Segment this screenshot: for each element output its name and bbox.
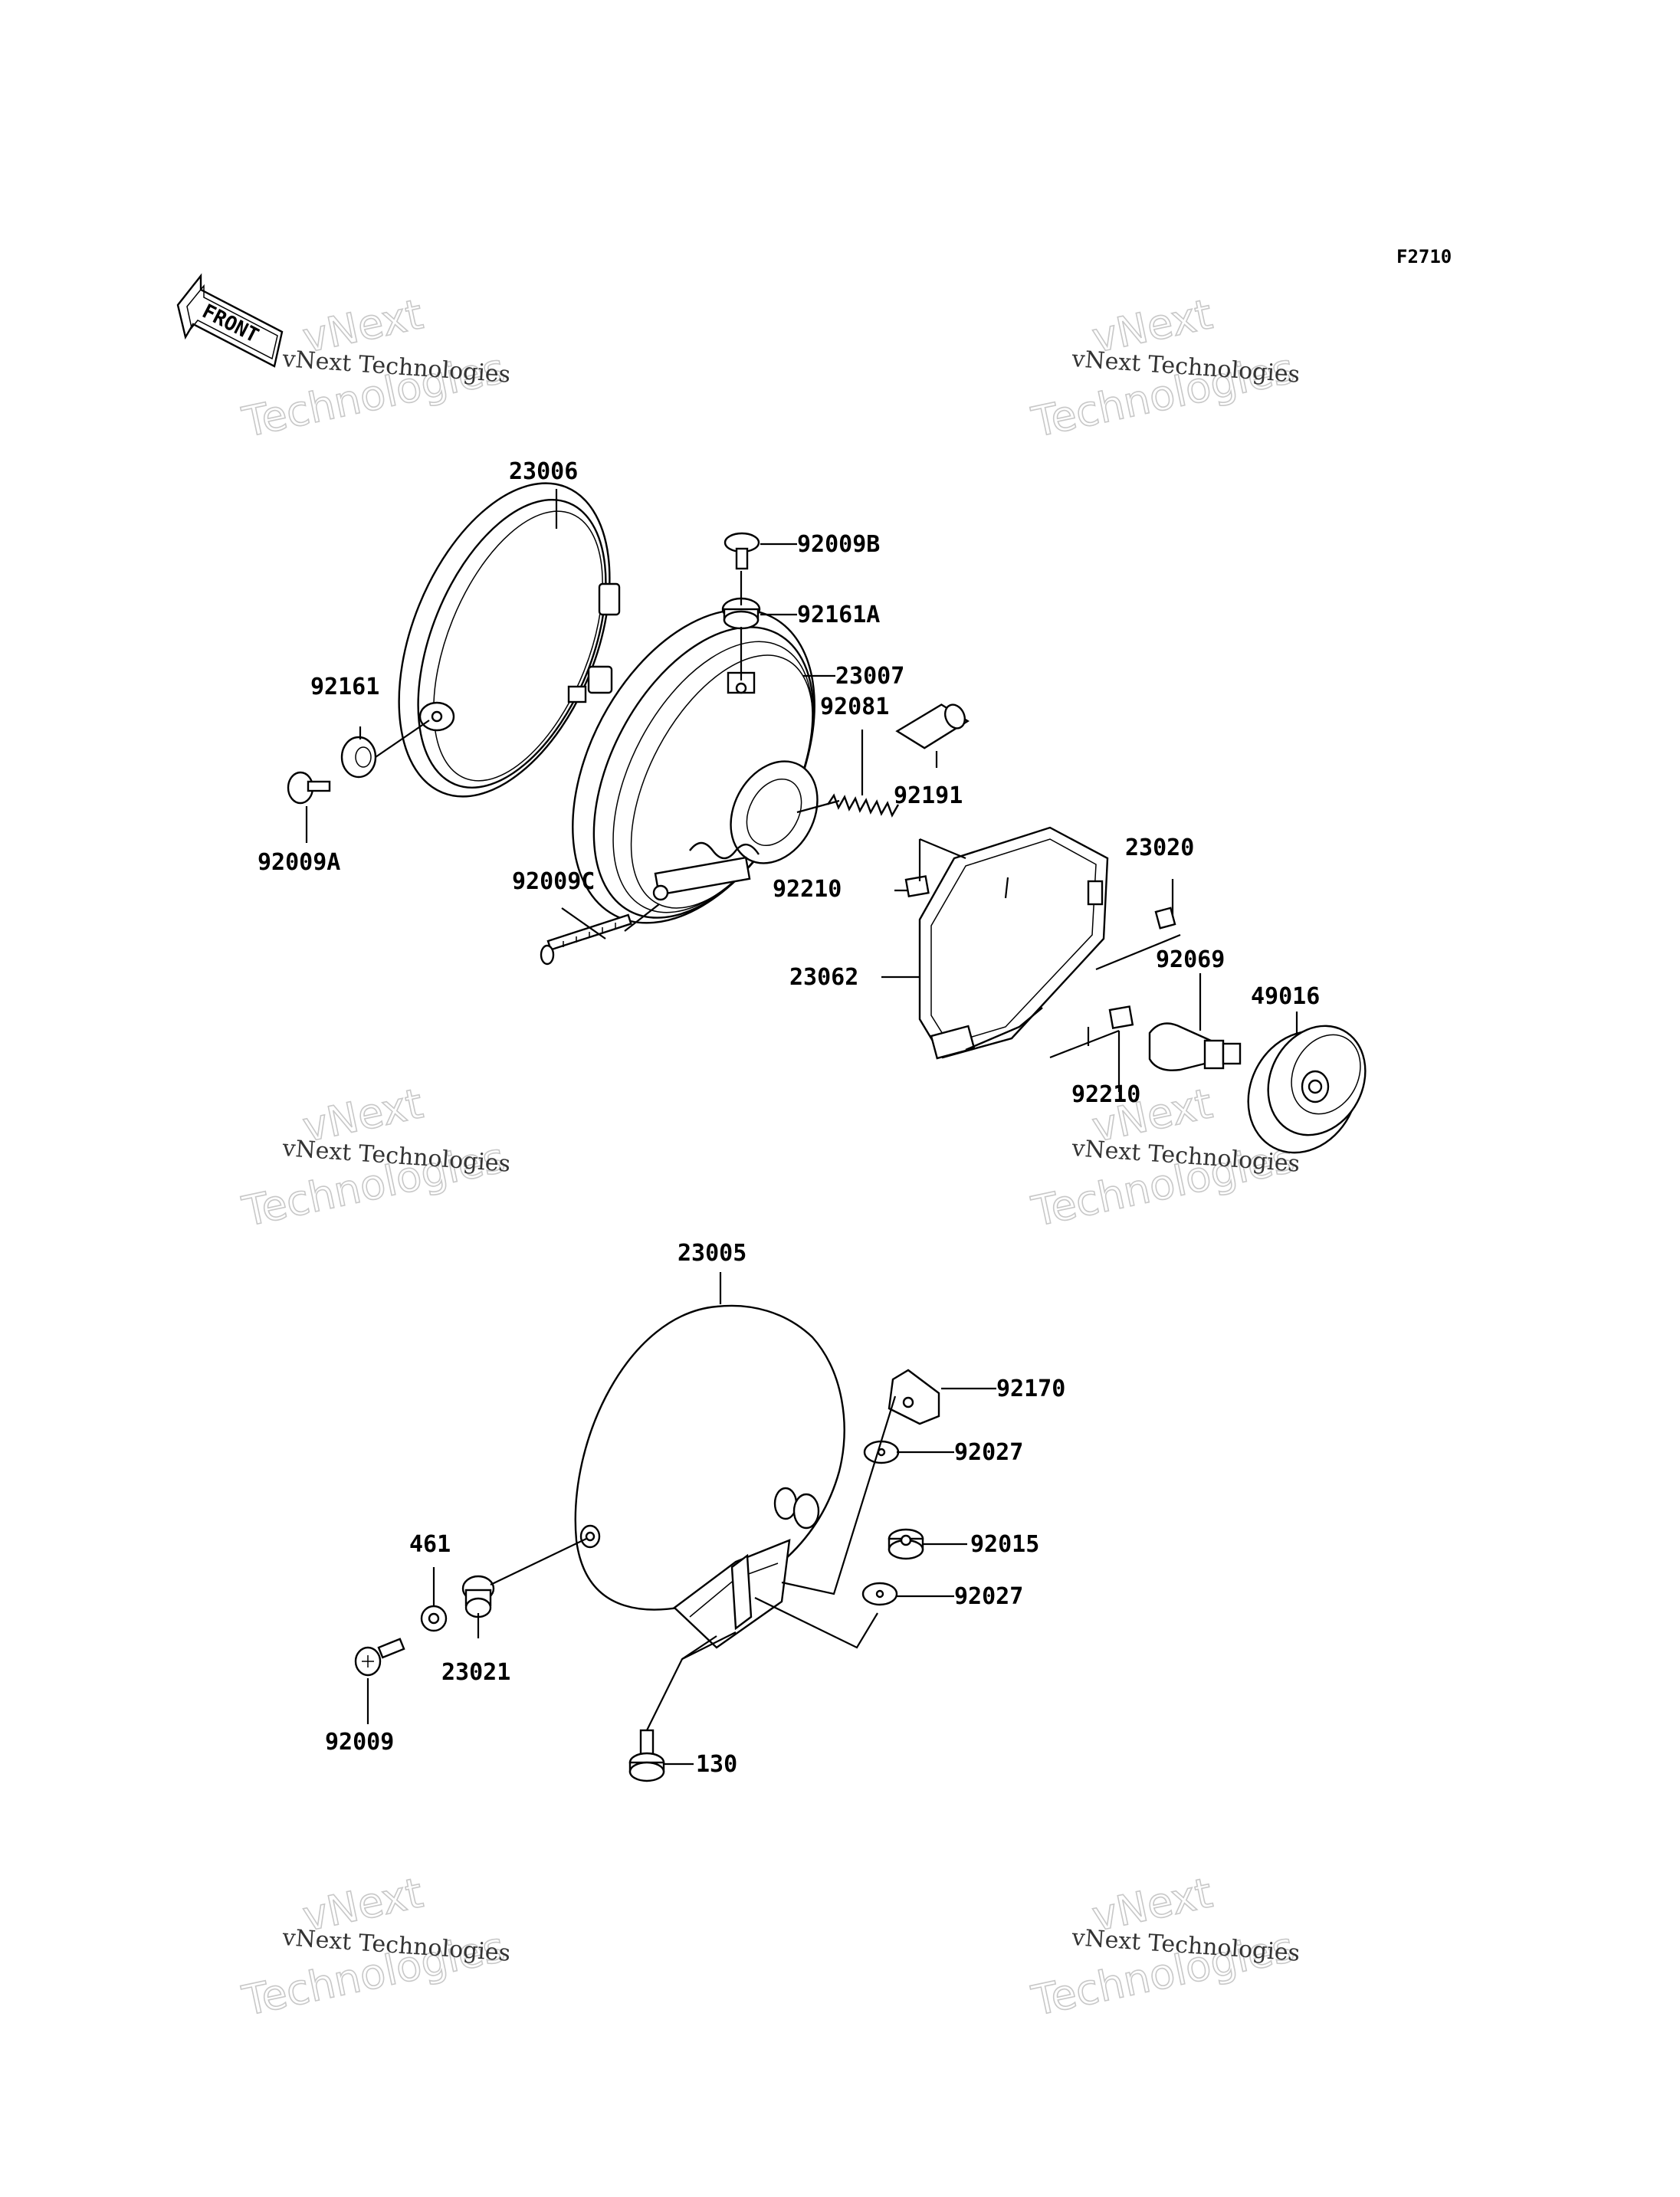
label-92027-lower: 92027 (954, 1583, 1023, 1610)
label-92081: 92081 (820, 694, 889, 720)
clip-92210-lower (1108, 1005, 1134, 1030)
label-92027-upper: 92027 (954, 1439, 1023, 1466)
headlight-rim-23006 (398, 482, 621, 798)
label-92161A: 92161A (797, 602, 880, 628)
leader-lines (305, 489, 1298, 1766)
screw-92009B (724, 532, 760, 570)
bracket-92170 (888, 1369, 940, 1425)
label-92015: 92015 (970, 1531, 1039, 1558)
label-92009B: 92009B (797, 531, 880, 558)
label-92069: 92069 (1156, 946, 1225, 973)
label-23007: 23007 (835, 663, 904, 690)
part-23020 (1154, 907, 1176, 930)
label-461: 461 (409, 1531, 451, 1558)
watermark-bottom-left: vNext Technologies vNext Technologies (238, 1867, 511, 2025)
tube-92191 (895, 703, 970, 749)
watermark-top-right: vNext Technologies vNext Technologies (1027, 289, 1301, 447)
label-92191: 92191 (894, 782, 963, 809)
label-23020: 23020 (1125, 835, 1194, 861)
label-23062: 23062 (789, 964, 858, 991)
washer-92027-upper (863, 1440, 900, 1464)
part-labels: 23006 92009B 92161A 23007 92161 92081 92… (258, 458, 1320, 1778)
label-23021: 23021 (441, 1659, 510, 1686)
figure-code: F2710 (1396, 246, 1452, 267)
watermark-bottom-right: vNext Technologies vNext Technologies (1027, 1867, 1301, 2025)
bolt-130 (628, 1729, 665, 1782)
grommet-23021 (461, 1575, 495, 1618)
headlight-housing-23007 (572, 608, 840, 924)
clip-92210-upper (904, 875, 930, 898)
screw-92009A (287, 771, 331, 805)
spring-92081 (827, 793, 900, 818)
bulb-92069 (1148, 1022, 1242, 1071)
label-49016: 49016 (1251, 983, 1320, 1010)
label-92009A: 92009A (258, 849, 340, 876)
watermark-top-left: vNext Technologies vNext Technologies (238, 289, 511, 447)
grommet-92161A (721, 597, 761, 630)
label-130: 130 (696, 1751, 737, 1778)
label-92210-upper: 92210 (773, 876, 842, 903)
nut-461 (420, 1605, 448, 1632)
headlight-case-23005 (574, 1304, 845, 1649)
label-92170: 92170 (996, 1376, 1065, 1402)
label-92161: 92161 (310, 674, 379, 700)
label-92210-lower: 92210 (1071, 1081, 1140, 1108)
washer-92027-lower (861, 1582, 898, 1606)
screw-92009 (354, 1638, 405, 1677)
nut-92015 (888, 1528, 924, 1560)
dust-cover-49016 (1247, 1025, 1367, 1154)
label-92009C: 92009C (512, 868, 595, 895)
watermark-mid-left: vNext Technologies vNext Technologies (238, 1078, 511, 1236)
front-arrow-icon: FRONT (176, 273, 284, 368)
label-92009: 92009 (325, 1729, 394, 1756)
label-23005: 23005 (678, 1240, 746, 1267)
label-23006: 23006 (509, 458, 578, 485)
grommet-92161 (340, 736, 377, 779)
screw-92009C (540, 913, 632, 966)
bracket-frame-23062 (918, 826, 1109, 1060)
